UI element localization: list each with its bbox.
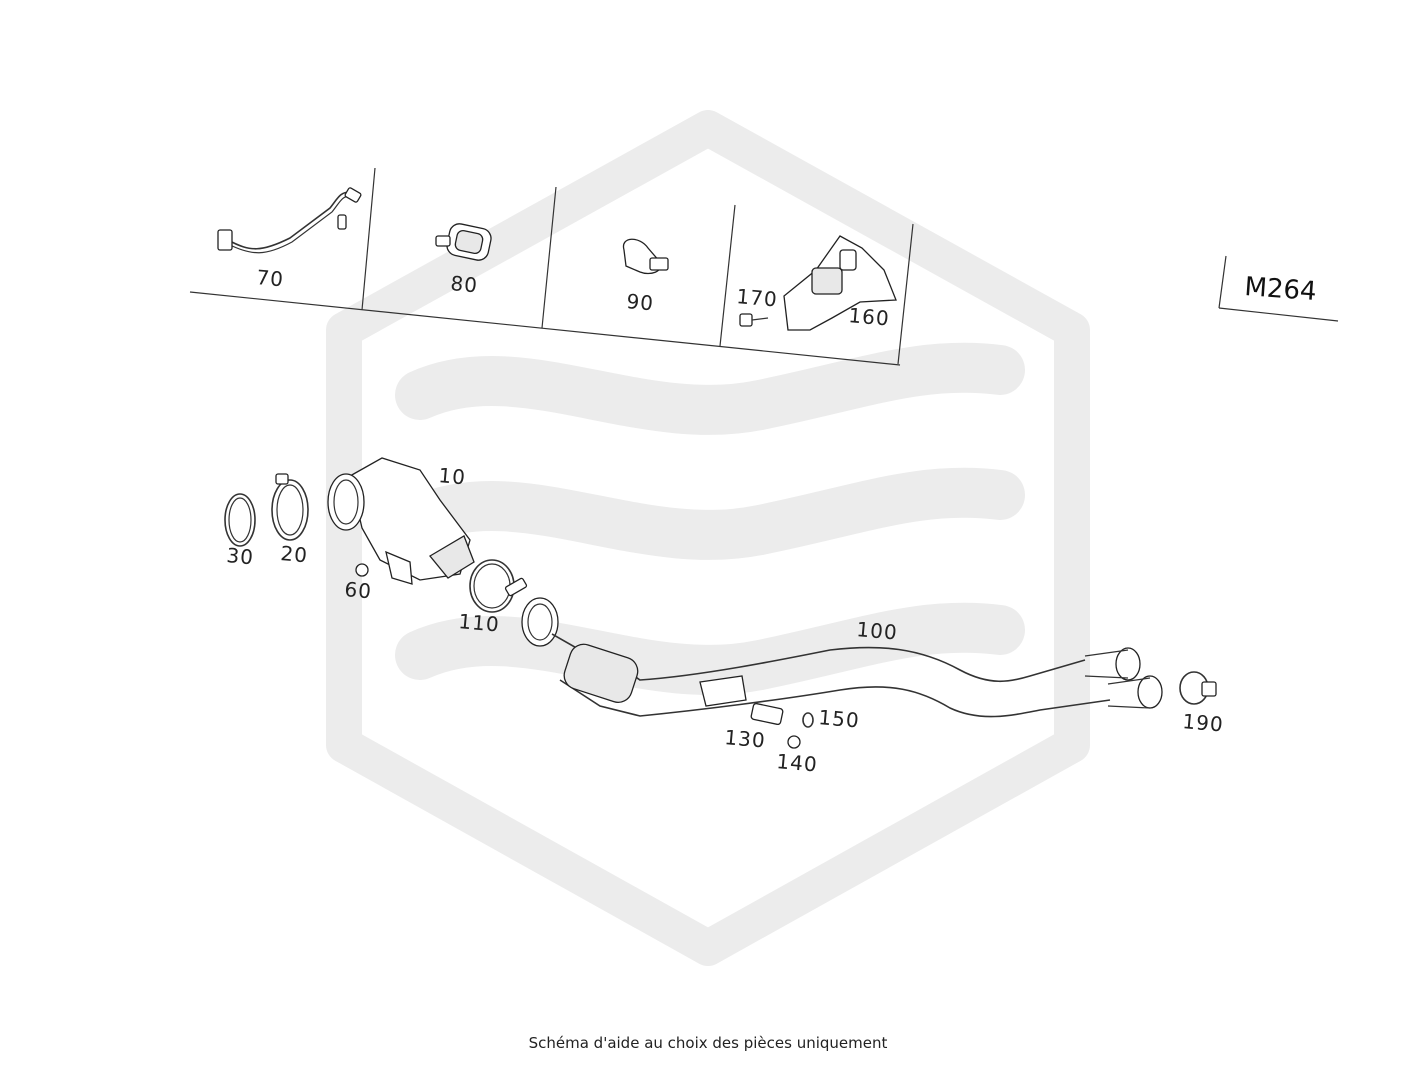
seal-ring-inner xyxy=(228,497,252,543)
accessory-table xyxy=(189,167,914,366)
callout-100: 100 xyxy=(856,617,899,644)
pressure-sensor-icon[interactable] xyxy=(750,702,784,726)
callout-80: 80 xyxy=(450,271,479,297)
catalytic-converter-icon[interactable] xyxy=(327,457,475,585)
callout-20: 20 xyxy=(280,541,309,567)
model-code: M264 xyxy=(1244,272,1318,307)
bracket-icon[interactable] xyxy=(783,235,897,331)
callout-90: 90 xyxy=(626,289,655,315)
actuator-icon[interactable] xyxy=(435,222,493,262)
callout-170: 170 xyxy=(736,284,779,311)
callout-130: 130 xyxy=(724,725,767,752)
callout-60: 60 xyxy=(344,577,373,603)
callout-140: 140 xyxy=(776,749,819,776)
callout-110: 110 xyxy=(458,609,501,636)
model-code-box: M264 xyxy=(1218,255,1339,322)
bolt-140-icon[interactable] xyxy=(787,735,801,749)
callout-150: 150 xyxy=(818,705,861,732)
callout-10: 10 xyxy=(438,463,467,489)
callout-190: 190 xyxy=(1182,709,1225,736)
v-band-clamp-icon[interactable] xyxy=(271,473,309,541)
exhaust-pipe-icon[interactable] xyxy=(521,597,1163,718)
washer-icon[interactable] xyxy=(802,712,814,728)
holder-icon[interactable] xyxy=(622,238,669,275)
nut-icon[interactable] xyxy=(355,563,369,577)
rear-clamp-icon[interactable] xyxy=(1179,671,1217,705)
oxygen-sensor-icon[interactable] xyxy=(217,187,362,254)
diagram-caption: Schéma d'aide au choix des pièces unique… xyxy=(528,1034,888,1052)
watermark-logo xyxy=(326,110,1090,966)
callout-70: 70 xyxy=(256,265,285,291)
bolt-icon[interactable] xyxy=(739,313,769,327)
callout-160: 160 xyxy=(848,303,891,330)
callout-30: 30 xyxy=(226,543,255,569)
seal-ring-icon[interactable] xyxy=(224,493,256,547)
clamp-icon[interactable] xyxy=(469,559,528,613)
